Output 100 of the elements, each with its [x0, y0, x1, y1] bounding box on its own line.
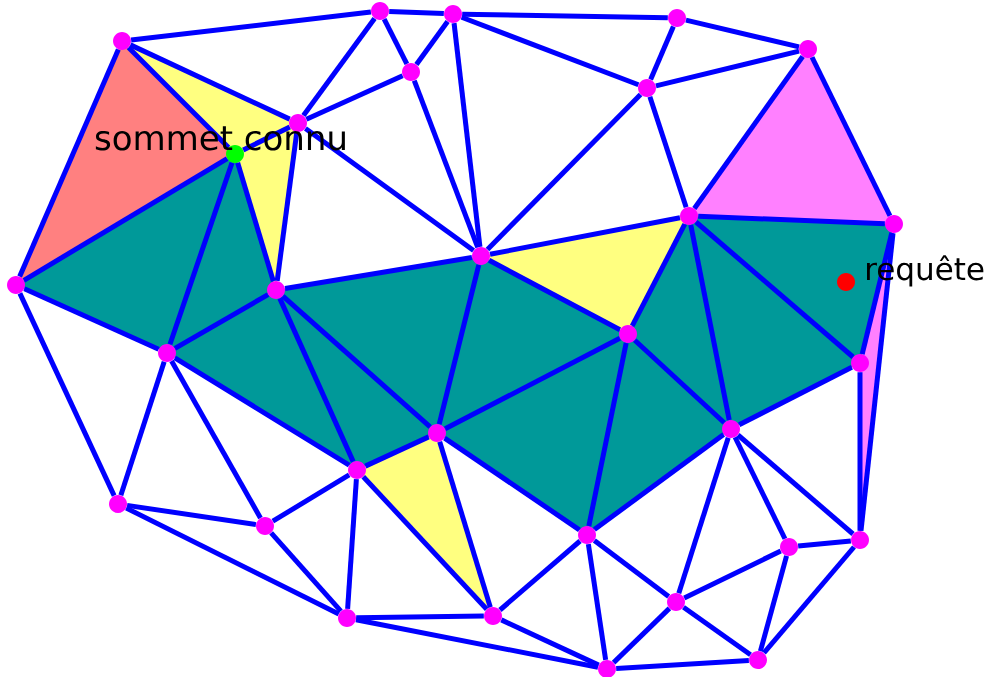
vertex-dot: [667, 593, 685, 611]
vertex-dot: [402, 63, 420, 81]
edge-line: [500, 617, 600, 668]
edge-line: [809, 56, 893, 217]
edge-line: [443, 436, 581, 532]
edge-line: [694, 220, 855, 359]
vertex-dot: [472, 247, 490, 265]
edge-line: [797, 538, 852, 549]
vertex-dot: [638, 79, 656, 97]
edge-line: [271, 472, 351, 524]
edge-line: [169, 359, 263, 520]
edge-line: [23, 286, 160, 352]
vertex-dot: [837, 273, 855, 291]
edge-line: [732, 436, 788, 540]
vertex-dot: [885, 215, 903, 233]
vertex-dot: [7, 276, 25, 294]
vertex-dot: [371, 2, 389, 20]
vertex-dot: [158, 344, 176, 362]
edge-line: [126, 502, 257, 528]
edge-line: [444, 336, 621, 431]
edge-line: [414, 20, 450, 66]
vertex-dot: [668, 9, 686, 27]
edge-line: [460, 14, 640, 88]
vertex-dot: [578, 526, 596, 544]
edge-line: [616, 658, 749, 671]
edge-line: [118, 360, 167, 497]
edge-line: [738, 364, 853, 428]
edge-line: [611, 606, 672, 665]
edge-line: [356, 613, 484, 621]
edge-line: [305, 73, 404, 122]
edge-line: [498, 539, 582, 612]
edge-line: [586, 342, 629, 527]
edge-line: [648, 25, 676, 81]
edge-line: [173, 355, 351, 468]
vertex-dot: [338, 609, 356, 627]
edge-line: [647, 95, 689, 209]
vertex-dot: [851, 354, 869, 372]
edge-line: [129, 42, 291, 122]
vertex-dot: [444, 5, 462, 23]
edge-line: [655, 48, 800, 89]
edge-line: [173, 292, 270, 351]
edge-line: [167, 161, 235, 346]
edge-line: [304, 126, 476, 253]
edge-line: [592, 538, 671, 599]
edge-line: [361, 475, 489, 611]
edge-line: [437, 441, 493, 608]
edge-line: [462, 11, 668, 21]
edge-line: [22, 156, 229, 283]
edge-line: [585, 543, 609, 661]
edge-line: [274, 131, 300, 282]
edge-line: [676, 437, 731, 594]
edge-line: [381, 18, 410, 65]
edge-line: [698, 213, 885, 227]
edge-line: [436, 264, 482, 425]
edge-line: [485, 92, 643, 252]
edge-line: [630, 223, 687, 327]
edge-line: [736, 433, 855, 536]
vertex-dot: [799, 40, 817, 58]
edge-line: [451, 22, 483, 248]
vertex-dot: [619, 325, 637, 343]
edge-line: [685, 17, 800, 50]
edge-line: [682, 605, 752, 657]
edge-line: [345, 479, 359, 609]
edge-line: [17, 48, 121, 278]
edge-line: [284, 255, 473, 291]
edge-line: [130, 9, 372, 43]
vertex-dot: [722, 420, 740, 438]
edge-line: [17, 292, 117, 497]
edge-line: [487, 258, 622, 332]
vertex-dot: [428, 424, 446, 442]
edge-line: [762, 545, 856, 655]
vertex-dot: [484, 607, 502, 625]
vertex-dot: [348, 461, 366, 479]
edge-line: [489, 215, 681, 257]
edge-line: [126, 45, 231, 150]
edge-line: [301, 16, 377, 118]
vertex-dot: [256, 517, 274, 535]
edge-line: [355, 617, 599, 670]
vertex-dot: [113, 32, 131, 50]
vertex-dot: [749, 651, 767, 669]
edge-line: [364, 434, 430, 469]
vertex-dot: [109, 495, 127, 513]
edge-line: [857, 372, 863, 531]
vertex-dot: [780, 538, 798, 556]
edge-line: [683, 548, 782, 601]
edge-line: [281, 294, 432, 429]
edge-line: [411, 79, 481, 249]
vertex-dot: [851, 531, 869, 549]
edge-line: [758, 555, 789, 652]
edge-line: [269, 531, 343, 613]
vertex-dot: [267, 281, 285, 299]
edge-line: [688, 224, 732, 421]
edge-line: [633, 338, 726, 425]
edge-line: [125, 505, 340, 617]
edge-line: [235, 162, 276, 282]
edge-line: [277, 297, 356, 463]
vertex-dot: [680, 207, 698, 225]
edge-line: [389, 8, 444, 17]
edge-line: [592, 432, 726, 532]
edge-line: [692, 55, 805, 210]
